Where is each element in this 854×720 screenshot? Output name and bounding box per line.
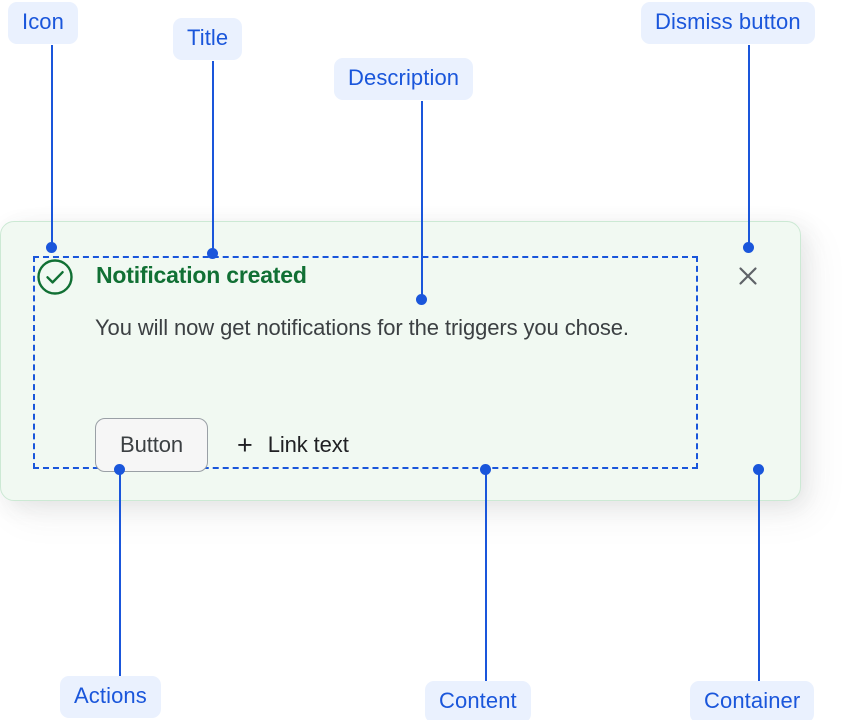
- anchor-dot-dismiss-button: [743, 242, 754, 253]
- toast-actions: Button + Link text: [95, 418, 349, 472]
- annotation-label-description: Description: [334, 58, 474, 100]
- annotation-label-dismiss-button: Dismiss button: [641, 2, 815, 44]
- annotation-label-content: Content: [425, 681, 531, 720]
- close-icon: [735, 263, 761, 292]
- plus-icon: +: [237, 429, 253, 460]
- leader-line-actions: [119, 474, 121, 676]
- anchor-dot-title: [207, 248, 218, 259]
- leader-line-icon: [51, 45, 53, 247]
- leader-line-description: [421, 101, 423, 298]
- toast-description: You will now get notifications for the t…: [95, 315, 629, 340]
- toast-content-region: [33, 256, 698, 469]
- annotation-label-title: Title: [173, 18, 243, 60]
- anchor-dot-container: [753, 464, 764, 475]
- leader-line-title: [212, 61, 214, 253]
- annotation-label-icon: Icon: [8, 2, 78, 44]
- action-button[interactable]: Button: [95, 418, 209, 472]
- action-link[interactable]: + Link text: [237, 429, 349, 460]
- action-link-label: Link text: [267, 432, 349, 457]
- leader-line-content: [485, 474, 487, 681]
- annotation-label-container: Container: [690, 681, 815, 720]
- anchor-dot-content: [480, 464, 491, 475]
- leader-line-dismiss-button: [748, 45, 750, 247]
- dismiss-button[interactable]: [731, 260, 765, 294]
- toast-title: Notification created: [96, 262, 307, 288]
- leader-line-container: [758, 474, 760, 681]
- anchor-dot-actions: [114, 464, 125, 475]
- annotation-label-actions: Actions: [60, 676, 161, 718]
- check-circle-icon: [36, 258, 74, 296]
- anchor-dot-description: [416, 294, 427, 305]
- anchor-dot-icon: [46, 242, 57, 253]
